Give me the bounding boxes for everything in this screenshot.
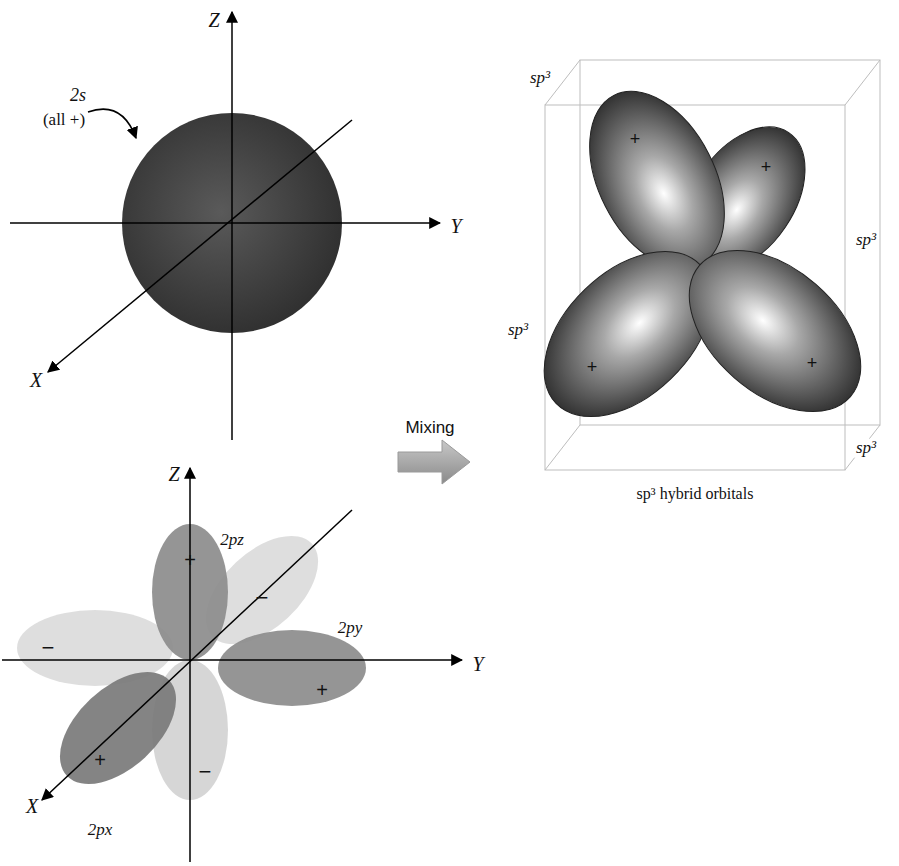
caption-text: sp³ hybrid orbitals <box>637 485 754 503</box>
axis-label: Z <box>208 9 219 31</box>
axis-label: X <box>30 369 42 391</box>
sp3-lobes <box>513 69 891 448</box>
orbital-label: 2px <box>88 821 113 840</box>
hybrid-label: sp³ <box>854 439 878 458</box>
hybrid-label: sp³ <box>528 69 552 88</box>
p-orbitals <box>2 468 462 862</box>
axis-label: Y <box>450 215 461 237</box>
orbital-label: 2pz <box>220 531 244 550</box>
phase-sign: + <box>587 358 598 378</box>
phase-sign: + <box>184 549 196 571</box>
axis-label: Z <box>168 463 179 485</box>
phase-sign: + <box>807 354 818 374</box>
phase-sign: − <box>256 586 269 610</box>
phase-sign: + <box>94 749 106 771</box>
axis-label: X <box>26 795 38 817</box>
phase-sign: + <box>761 158 772 178</box>
phase-sign: − <box>199 760 212 784</box>
phase-sign: − <box>42 636 55 660</box>
sign-note: (all +) <box>43 111 85 130</box>
phase-sign: + <box>630 130 641 150</box>
hybrid-label: sp³ <box>854 231 878 250</box>
hybrid-label: sp³ <box>506 321 530 340</box>
s-orbital <box>10 12 440 440</box>
orbital-label: 2py <box>338 619 363 638</box>
orbital-label: 2s <box>70 86 86 106</box>
phase-sign: + <box>316 679 328 701</box>
process-label: Mixing <box>405 419 454 438</box>
axis-label: Y <box>472 653 483 675</box>
mixing-arrow <box>398 440 470 484</box>
